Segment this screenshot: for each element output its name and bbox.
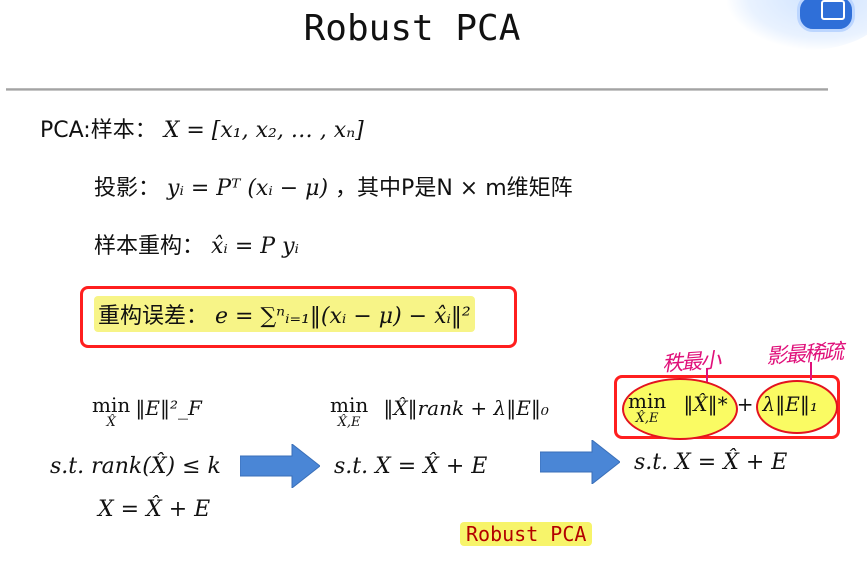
right-arrow-icon — [540, 440, 620, 484]
right-objective-l1: λ‖E‖₁ — [762, 392, 818, 416]
right-plus: + — [736, 392, 754, 416]
nuclear-norm-highlight — [622, 378, 738, 440]
reconstruction-line: 样本重构： x̂ᵢ = P yᵢ — [94, 228, 299, 260]
error-label: 重构误差： — [98, 304, 209, 329]
reconstruction-label: 样本重构： — [94, 234, 205, 259]
mid-objective: ‖X̂‖rank + λ‖E‖₀ — [383, 396, 549, 420]
mid-min: min — [330, 393, 369, 417]
pca-label: PCA:样本： — [40, 118, 157, 143]
left-problem: min X̂ ‖E‖²_F — [92, 393, 202, 432]
left-objective: ‖E‖²_F — [135, 396, 202, 420]
error-box — [80, 286, 517, 348]
error-line: 重构误差： e = ∑ⁿᵢ₌₁‖(xᵢ − μ) − x̂ᵢ‖² — [94, 296, 475, 332]
slide-title: Robust PCA — [303, 8, 521, 49]
right-problem: min X̂,E ‖X̂‖* + λ‖E‖₁ — [628, 389, 818, 428]
right-min: min — [628, 389, 667, 413]
annotation-stroke — [810, 362, 812, 380]
left-min: min — [92, 393, 131, 417]
left-constraint: s.t. rank(X̂) ≤ k — [50, 454, 221, 479]
right-arrow-icon — [240, 444, 320, 488]
left-equation: X = X̂ + E — [98, 497, 211, 522]
mid-min-sub: X̂,E — [337, 415, 361, 430]
middle-problem: min X̂,E ‖X̂‖rank + λ‖E‖₀ — [330, 393, 549, 432]
l1-norm-highlight — [756, 380, 838, 434]
annotation-stroke — [706, 368, 708, 382]
robust-pca-box — [614, 375, 840, 439]
projection-line: 投影： yᵢ = Pᵀ (xᵢ − μ) ，其中P是N × m维矩阵 — [94, 170, 573, 202]
error-formula: e = ∑ⁿᵢ₌₁‖(xᵢ − μ) − x̂ᵢ‖² — [215, 304, 471, 329]
right-min-sub: X̂,E — [635, 411, 659, 426]
left-min-sub: X̂ — [106, 415, 116, 430]
presentation-tool-button[interactable] — [797, 0, 855, 32]
reconstruction-formula: x̂ᵢ = P yᵢ — [211, 234, 299, 259]
right-constraint: s.t. X = X̂ + E — [634, 450, 788, 475]
mid-constraint: s.t. X = X̂ + E — [334, 454, 488, 479]
projection-note: ，其中P是N × m维矩阵 — [335, 176, 573, 201]
title-divider — [6, 88, 828, 91]
projection-formula: yᵢ = Pᵀ (xᵢ − μ) — [167, 176, 329, 201]
presentation-tool-icon — [821, 0, 845, 20]
pca-sample-line: PCA:样本： X = [x₁, x₂, … , xₙ] — [40, 112, 364, 144]
sample-formula: X = [x₁, x₂, … , xₙ] — [163, 118, 364, 143]
right-objective-nuclear: ‖X̂‖* — [683, 392, 728, 416]
robust-pca-tag: Robust PCA — [460, 522, 593, 546]
projection-label: 投影： — [94, 176, 161, 201]
